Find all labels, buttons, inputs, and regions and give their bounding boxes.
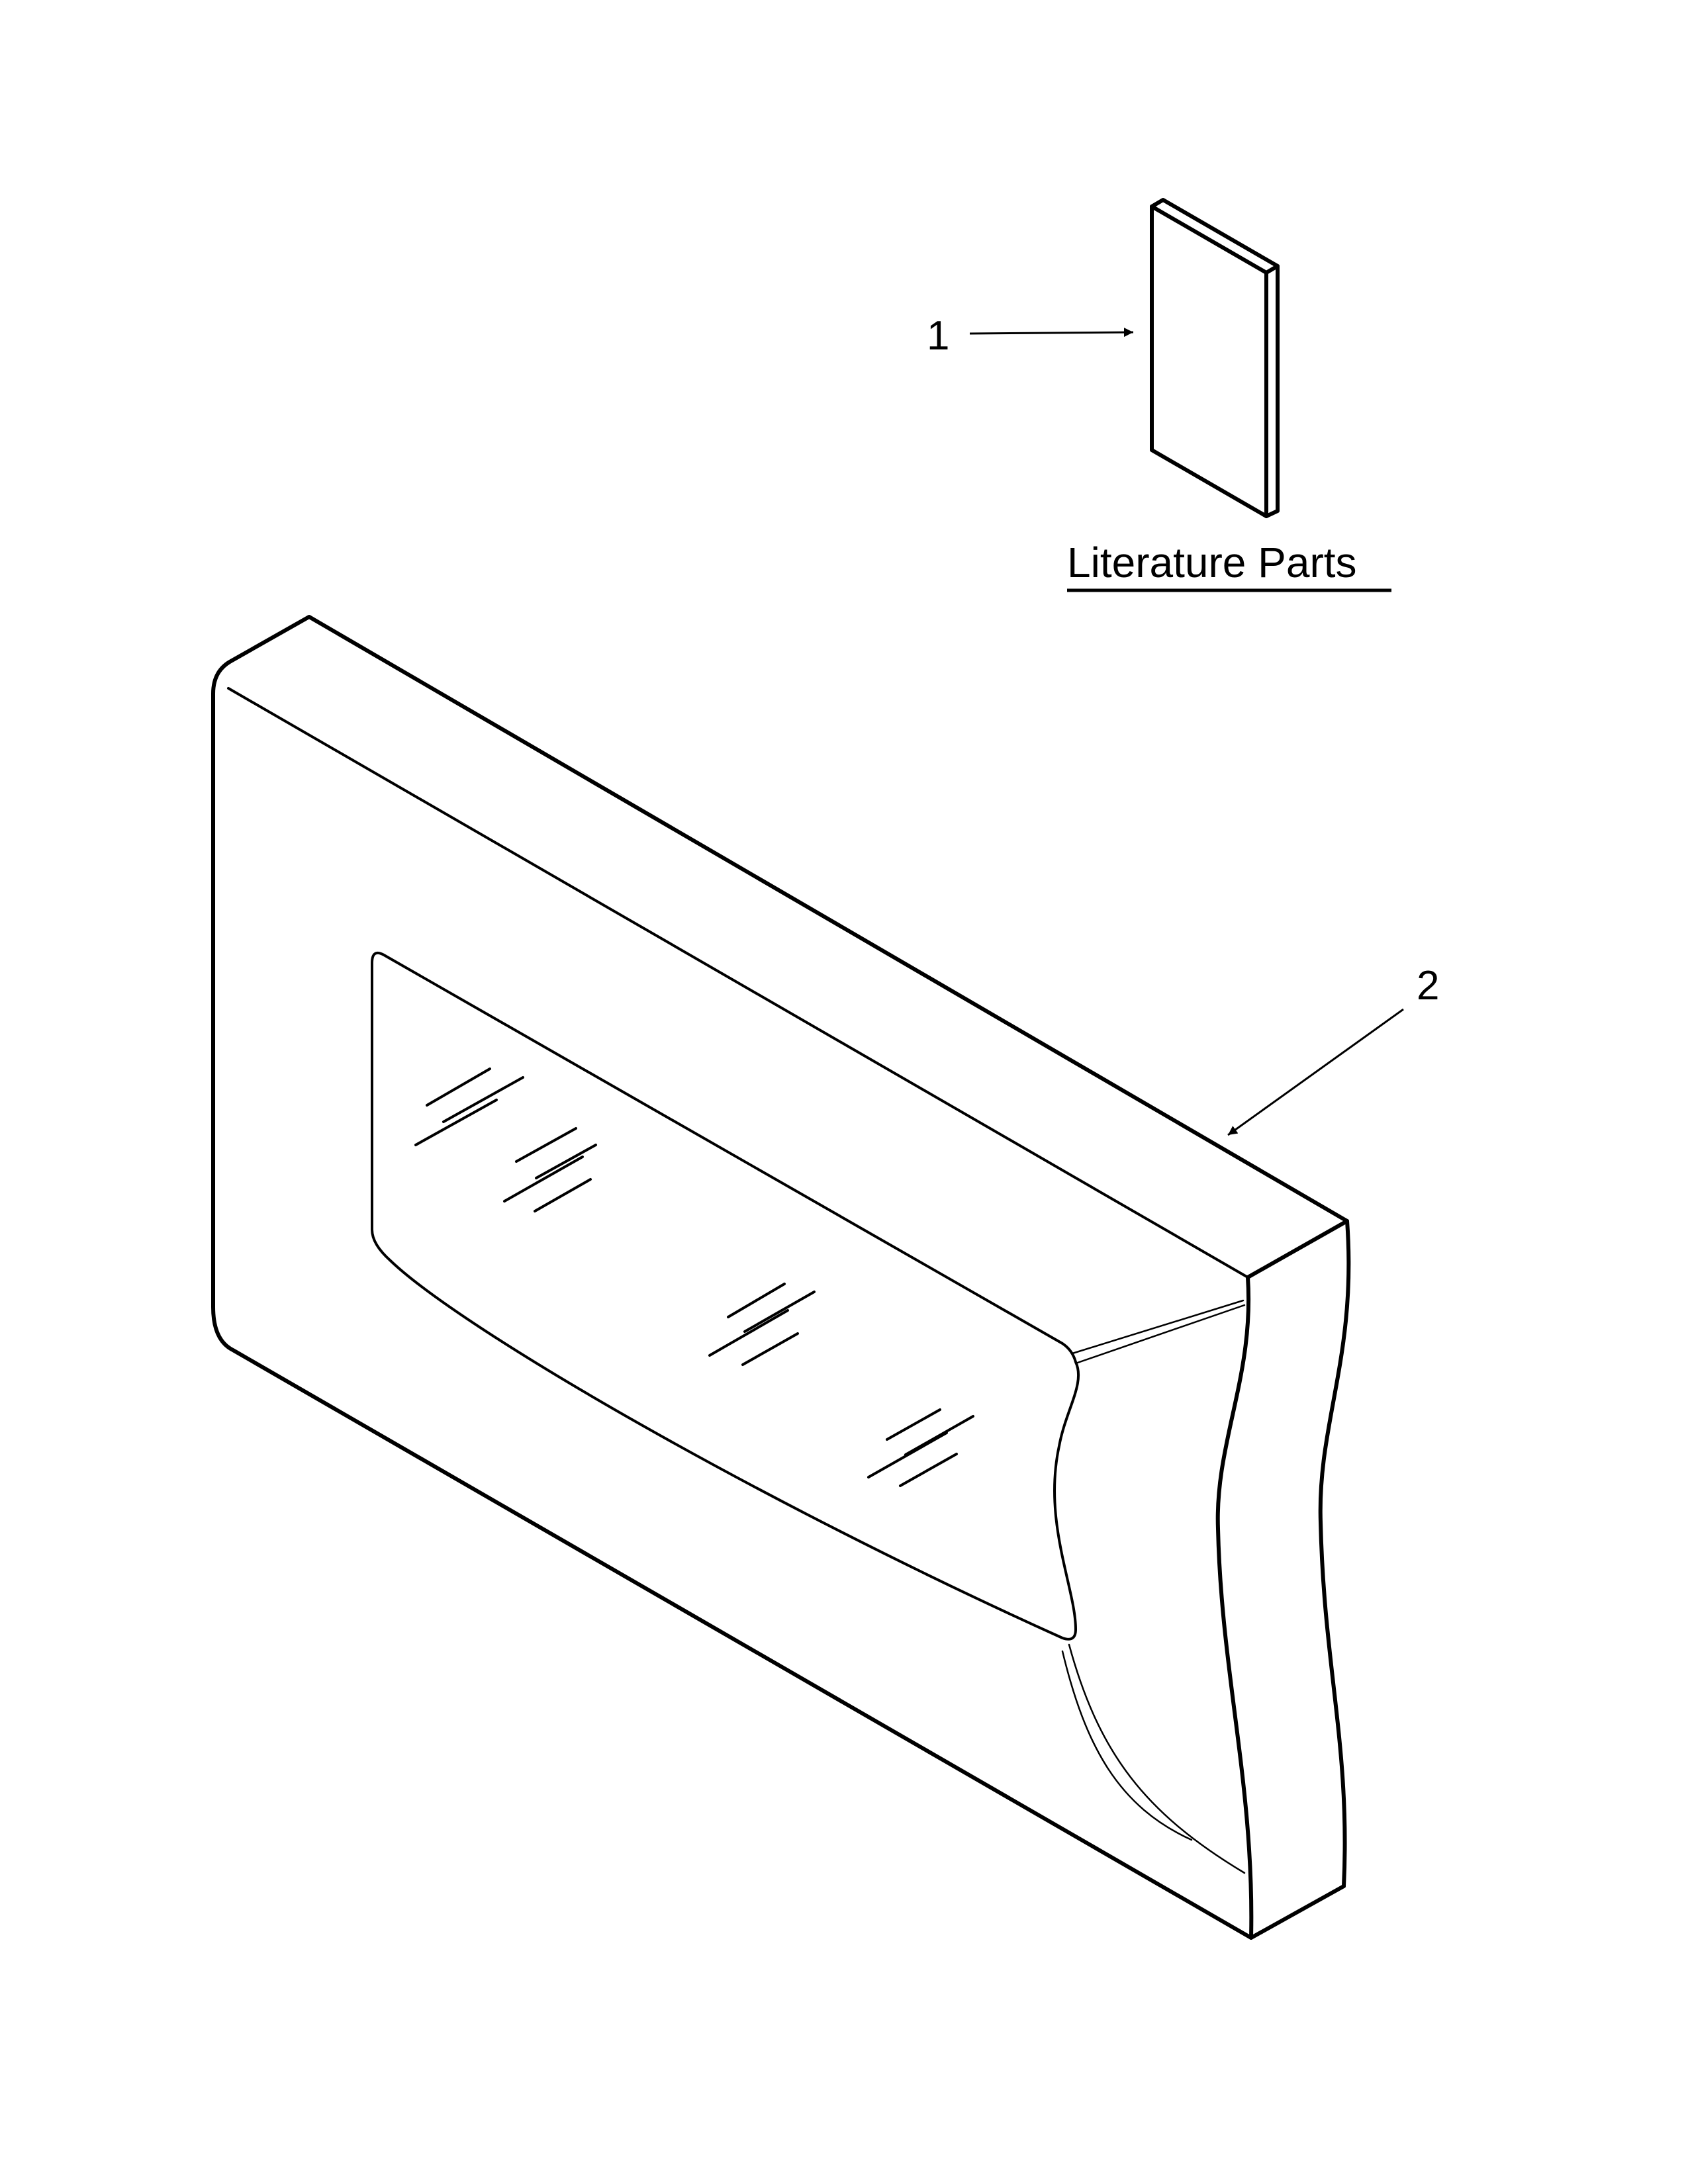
- literature-parts-heading: Literature Parts: [1067, 539, 1391, 592]
- callout-1-leader: [969, 328, 1134, 338]
- section-label: Literature Parts: [1067, 539, 1357, 586]
- callout-number-2: 2: [1417, 963, 1439, 1009]
- callout-number-1: 1: [927, 313, 949, 359]
- callout-2-leader: [1227, 1008, 1404, 1136]
- callout-1: 1: [927, 313, 1134, 359]
- glass-glare-marks: [414, 1068, 974, 1487]
- callout-2: 2: [1227, 963, 1439, 1136]
- literature-book[interactable]: [1150, 198, 1280, 518]
- dispenser-front-panel[interactable]: [211, 615, 1351, 1940]
